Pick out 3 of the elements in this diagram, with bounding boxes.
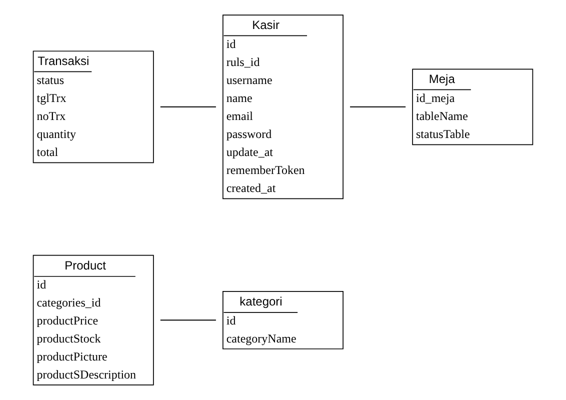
connector — [350, 106, 406, 108]
connector — [160, 106, 216, 108]
connector — [160, 320, 216, 321]
